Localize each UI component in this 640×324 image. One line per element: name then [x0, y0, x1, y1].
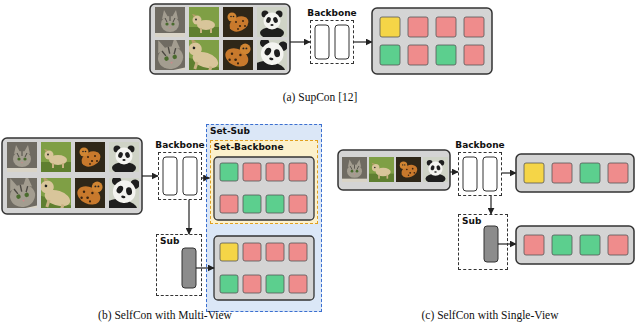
sub-caption: (c) SelfCon with Single-View	[422, 308, 559, 322]
feature-panel	[516, 226, 634, 264]
feature-panel	[214, 157, 314, 220]
feature-panel	[214, 236, 314, 300]
feature-panel	[516, 154, 634, 192]
node-label: Backbone	[455, 140, 504, 151]
connector-arrow	[188, 200, 189, 234]
image-panel	[338, 150, 450, 190]
node-label: Sub	[462, 216, 481, 227]
connector-arrow	[490, 196, 491, 214]
set-backbone-region: Set-Backbone	[210, 140, 318, 224]
feature-panel	[372, 8, 492, 74]
node-label: Backbone	[155, 140, 204, 151]
backbone-box: Backbone	[158, 152, 202, 200]
sub-caption: (a) SupCon [12]	[283, 90, 358, 104]
node-label: Set-Sub	[210, 126, 250, 137]
sub-box: Sub	[458, 214, 508, 270]
backbone-box: Backbone	[458, 152, 502, 196]
set-sub-region: Set-SubSet-Backbone	[206, 124, 322, 312]
backbone-box: Backbone	[310, 20, 354, 64]
sub-box: Sub	[156, 234, 202, 296]
node-label: Set-Backbone	[214, 142, 284, 153]
node-label: Backbone	[307, 8, 356, 19]
sub-caption: (b) SelfCon with Multi-View	[98, 308, 232, 322]
node-label: Sub	[160, 236, 179, 247]
